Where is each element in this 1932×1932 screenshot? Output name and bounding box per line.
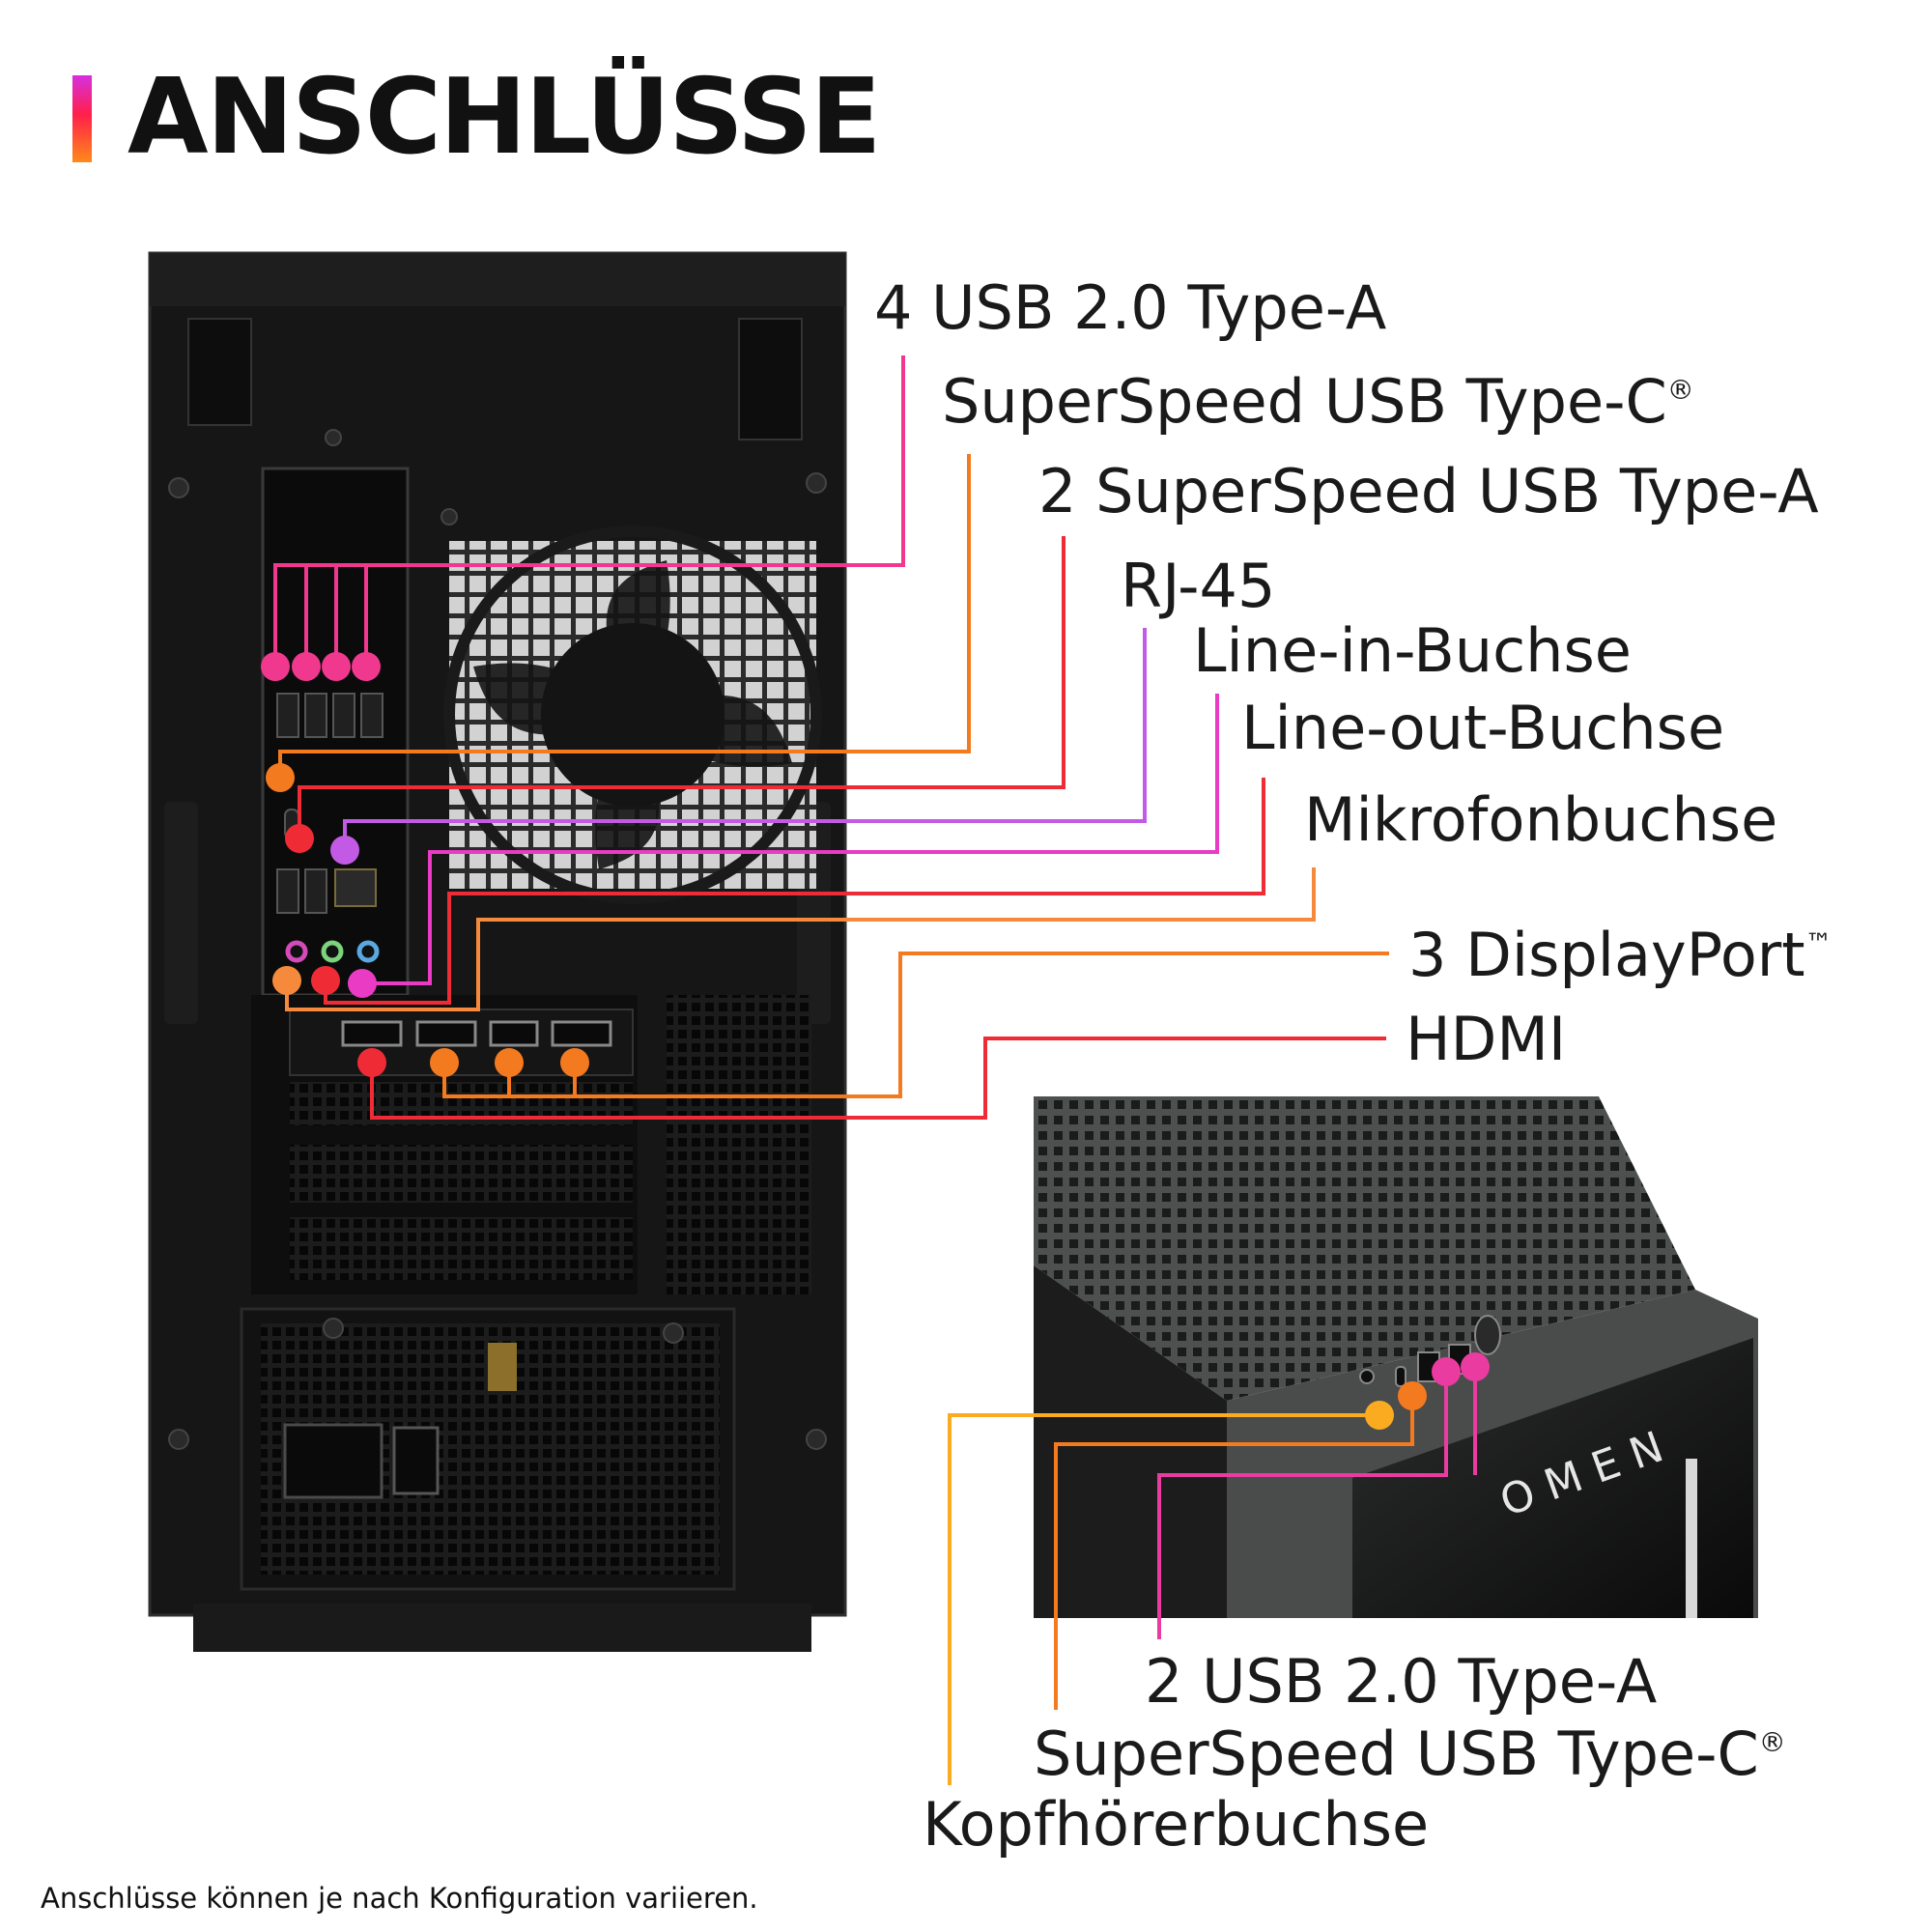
rear-port-marker bbox=[495, 1048, 524, 1077]
rear-port-label: 3 DisplayPort™ bbox=[1408, 920, 1833, 990]
rear-callout-7: Mikrofonbuchse bbox=[272, 784, 1777, 1011]
rear-rj45-port bbox=[334, 868, 377, 907]
rear-port-marker bbox=[330, 836, 359, 865]
rear-port-marker bbox=[560, 1048, 589, 1077]
rear-callout-line bbox=[273, 355, 905, 667]
rear-callout-1: 4 USB 2.0 Type-A bbox=[261, 272, 1386, 681]
front-callout-line bbox=[948, 1413, 1379, 1785]
rear-port-marker bbox=[261, 652, 290, 681]
rear-callout-line bbox=[324, 778, 1265, 1005]
rear-callout-8: 3 DisplayPort™ bbox=[430, 920, 1833, 1098]
rear-callout-line bbox=[285, 867, 1316, 1011]
rear-callout-line bbox=[362, 694, 1219, 985]
front-callout-2: SuperSpeed USB Type-C® bbox=[1034, 1381, 1786, 1789]
front-port-marker bbox=[1432, 1357, 1461, 1386]
front-port-label: 2 USB 2.0 Type-A bbox=[1145, 1646, 1657, 1717]
rear-port-label: 2 SuperSpeed USB Type-A bbox=[1038, 456, 1819, 526]
rear-port-label: Mikrofonbuchse bbox=[1304, 784, 1777, 855]
rear-callout-3: 2 SuperSpeed USB Type-A bbox=[285, 456, 1819, 853]
front-callout-line bbox=[1157, 1372, 1448, 1639]
exhaust-fan bbox=[443, 526, 822, 904]
rear-port-label: Line-in-Buchse bbox=[1193, 615, 1632, 686]
rear-callout-9: HDMI bbox=[357, 1004, 1566, 1120]
page-title: ANSCHLÜSSE bbox=[128, 57, 882, 178]
rear-port-marker bbox=[352, 652, 381, 681]
rear-port-marker bbox=[322, 652, 351, 681]
power-supply bbox=[240, 1307, 736, 1591]
front-port-marker bbox=[1398, 1381, 1427, 1410]
rear-port-marker bbox=[357, 1048, 386, 1077]
rear-port-marker bbox=[430, 1048, 459, 1077]
configuration-footnote: Anschlüsse können je nach Konfiguration … bbox=[41, 1882, 758, 1915]
rear-port-marker bbox=[292, 652, 321, 681]
rear-callout-5: Line-in-Buchse bbox=[348, 615, 1632, 998]
pc-case-rear bbox=[148, 251, 847, 1652]
rear-port-label: Line-out-Buchse bbox=[1241, 693, 1724, 763]
front-port-label: SuperSpeed USB Type-C® bbox=[1034, 1719, 1786, 1789]
pc-case-front-top-inset: OMEN bbox=[1034, 1096, 1758, 1618]
rear-audio-jacks bbox=[285, 940, 380, 963]
front-port-label: Kopfhörerbuchse bbox=[923, 1789, 1429, 1860]
rear-callout-line bbox=[298, 536, 1065, 838]
rear-port-marker bbox=[311, 966, 340, 995]
rear-callout-line bbox=[370, 1037, 1386, 1120]
rear-port-label: RJ-45 bbox=[1121, 551, 1275, 621]
rear-callout-2: SuperSpeed USB Type-C® bbox=[266, 366, 1694, 792]
rear-usb2-ports bbox=[276, 693, 384, 738]
gpu-display-ports bbox=[341, 1020, 612, 1047]
rear-usb3-ports bbox=[276, 868, 327, 914]
front-callout-1: 2 USB 2.0 Type-A bbox=[1145, 1352, 1657, 1717]
front-port-marker bbox=[1365, 1401, 1394, 1430]
rear-port-marker bbox=[272, 966, 301, 995]
front-port-marker bbox=[1461, 1352, 1490, 1381]
rear-callout-4: RJ-45 bbox=[330, 551, 1275, 865]
front-callout-line bbox=[1054, 1396, 1414, 1710]
rear-port-marker bbox=[266, 763, 295, 792]
rear-port-marker bbox=[285, 824, 314, 853]
rear-port-label: SuperSpeed USB Type-C® bbox=[942, 366, 1694, 437]
front-callout-3: Kopfhörerbuchse bbox=[923, 1401, 1429, 1860]
rear-callout-line bbox=[442, 952, 1389, 1098]
rear-callout-6: Line-out-Buchse bbox=[311, 693, 1724, 1005]
rear-port-label: HDMI bbox=[1406, 1004, 1566, 1074]
rear-port-marker bbox=[348, 969, 377, 998]
rear-port-label: 4 USB 2.0 Type-A bbox=[874, 272, 1386, 343]
title-accent-bar bbox=[72, 75, 92, 162]
